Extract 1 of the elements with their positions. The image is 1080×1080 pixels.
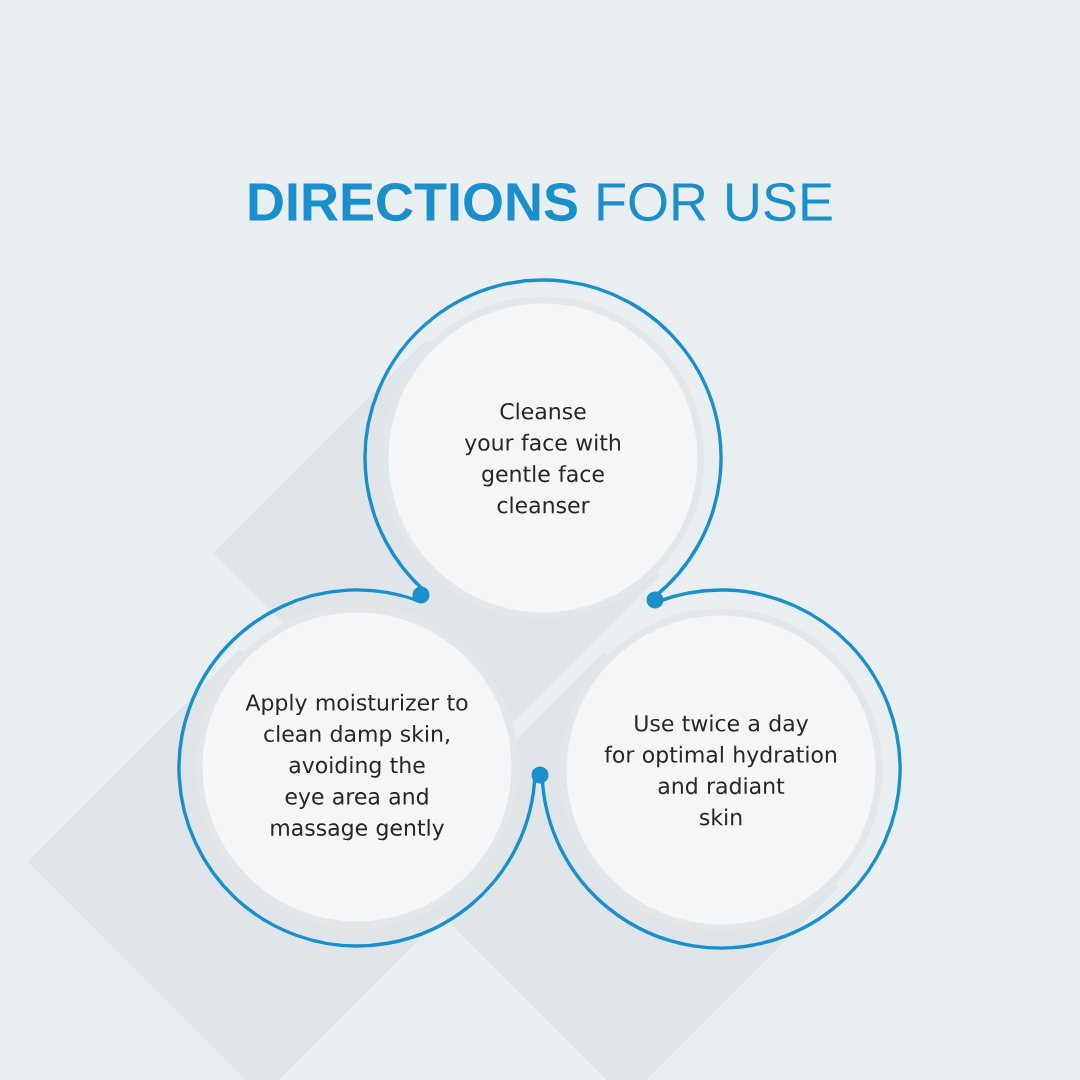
title: DIRECTIONS FOR USE — [249, 182, 832, 222]
